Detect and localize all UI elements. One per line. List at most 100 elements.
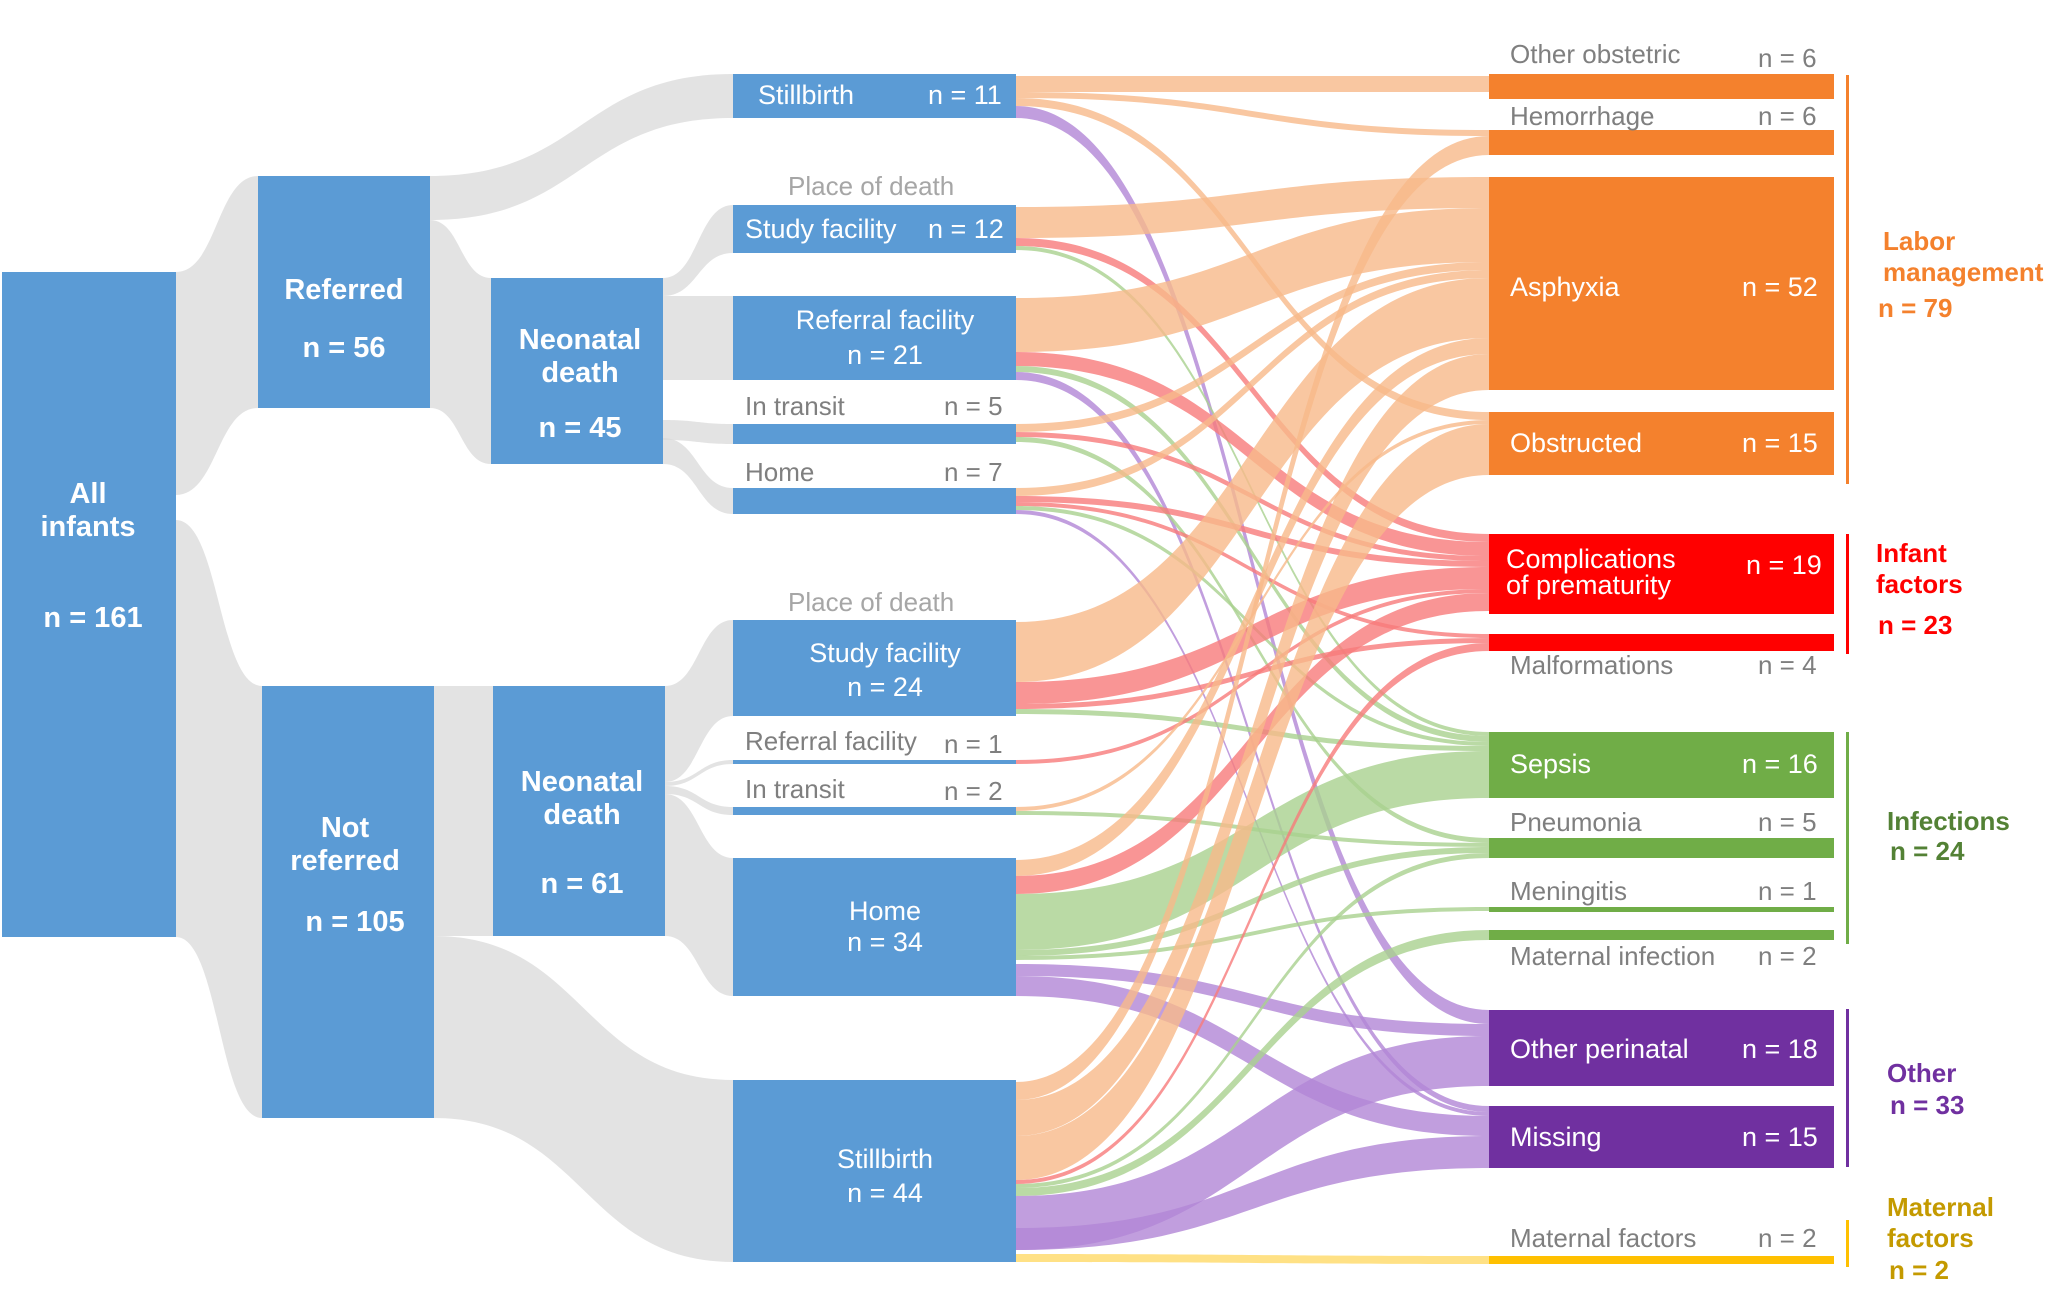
cause-maternal-factors-bar (1489, 1256, 1834, 1264)
group-infant-line1: Infant (1876, 538, 1947, 568)
cause-other-obstetric-bar (1489, 74, 1834, 99)
node-r-referral (733, 296, 1016, 380)
group-labor-line1: Labor (1883, 226, 1956, 256)
flow-r-stillbirth-hemorrhage (1016, 92, 1489, 136)
cause-prematurity-title-1: Complications (1506, 544, 1676, 574)
cause-asphyxia-title: Asphyxia (1510, 272, 1620, 302)
node-referred-title: Referred (284, 274, 404, 306)
flow-n-study-asphyxia (1016, 278, 1489, 682)
r-referral-title: Referral facility (795, 305, 975, 335)
r-study-title: Study facility (745, 214, 897, 244)
flow-ndnref-study (665, 620, 733, 782)
node-n-stillbirth (733, 1080, 1016, 1262)
cause-hemorrhage-bar (1489, 130, 1834, 155)
cause-pneumonia-n: n = 5 (1758, 807, 1817, 837)
group-infections-n: n = 24 (1890, 836, 1965, 866)
group-other-label: Other (1887, 1058, 1957, 1088)
n-study-n: n = 24 (847, 672, 923, 702)
cause-flows (1016, 76, 1489, 1264)
cause-pneumonia-title: Pneumonia (1510, 807, 1642, 837)
flow-ndref-home (663, 438, 733, 514)
cause-sepsis-bar (1489, 732, 1834, 798)
flow-n-stillbirth-maternal-inf (1016, 930, 1489, 1196)
node-nd-ref-n: n = 45 (538, 412, 622, 444)
flow-n-home-sepsis (1016, 751, 1489, 950)
n-referral-title: Referral facility (745, 726, 917, 756)
node-n-referral (733, 760, 1016, 764)
group-maternal-label: Maternal factors (1887, 1192, 1994, 1254)
cause-prematurity-bar (1489, 534, 1834, 614)
flow-referred-stillbirth (430, 74, 733, 220)
n-stillbirth-title: Stillbirth (836, 1144, 934, 1174)
node-n-home (733, 858, 1016, 996)
group-infant-label: Infant factors (1876, 538, 1963, 600)
flow-n-stillbirth-missing (1016, 1136, 1489, 1250)
node-nd-nref (493, 686, 665, 936)
flow-r-home-asphyxia (1016, 270, 1489, 496)
cause-other-perinatal-bar (1489, 1010, 1834, 1086)
r-referral-n: n = 21 (847, 340, 923, 370)
group-labor-line2: management (1883, 257, 2044, 288)
n-transit-n: n = 2 (944, 776, 1003, 806)
n-home-n: n = 34 (847, 927, 923, 957)
node-all-title: All infants (40, 478, 136, 544)
cause-maternal-factors-title: Maternal factors (1510, 1223, 1697, 1253)
group-infant-n: n = 23 (1878, 610, 1953, 640)
cause-hemorrhage-title: Hemorrhage (1510, 101, 1655, 131)
group-maternal-n: n = 2 (1889, 1255, 1949, 1285)
cause-asphyxia-bar (1489, 177, 1834, 390)
flow-referred-nd (430, 220, 491, 464)
cause-maternal-infection-bar (1489, 930, 1834, 940)
flow-r-study-prematurity (1016, 238, 1489, 542)
group-other-bracket (1846, 1009, 1849, 1167)
cause-obstructed-n: n = 15 (1742, 428, 1818, 458)
group-labor-n: n = 79 (1878, 293, 1953, 323)
cause-meningitis-n: n = 1 (1758, 876, 1817, 906)
cause-obstructed-title: Obstructed (1510, 428, 1643, 458)
n-home-title: Home (848, 896, 922, 926)
r-stillbirth-n: n = 11 (928, 80, 1002, 110)
flow-ndref-study (663, 205, 733, 296)
flow-n-stillbirth-obstructed (1016, 424, 1489, 1180)
n-referral-n: n = 1 (944, 729, 1003, 759)
cause-sepsis-n: n = 16 (1742, 749, 1818, 779)
flow-n-stillbirth-maternal (1016, 1254, 1489, 1264)
flow-n-study-malformations (1016, 638, 1489, 709)
group-maternal-bracket (1846, 1220, 1849, 1267)
flow-ndnref-home (665, 794, 733, 996)
flow-ndref-referral (663, 296, 733, 380)
node-r-transit (733, 424, 1016, 444)
node-not-referred-title: Not referred (290, 812, 400, 878)
r-transit-n: n = 5 (944, 391, 1003, 421)
flow-n-stillbirth-pneumonia (1016, 853, 1489, 1188)
cause-other-perinatal-title: Other perinatal (1510, 1034, 1689, 1064)
flow-n-home-meningitis (1016, 907, 1489, 960)
flow-n-stillbirth-hemorrhage (1016, 136, 1489, 1100)
flow-r-home-prematurity (1016, 496, 1489, 567)
node-n-transit (733, 807, 1016, 815)
cause-maternal-infection-title: Maternal infection (1510, 941, 1716, 971)
flow-ndref-transit (663, 420, 733, 444)
structure-flows (176, 74, 733, 1262)
cause-malformations-n: n = 4 (1758, 650, 1817, 680)
flow-all-referred (176, 176, 258, 495)
node-nd-nref-title: Neonatal death (520, 766, 644, 832)
flow-nref-stillbirth (434, 936, 733, 1262)
node-referred (258, 176, 430, 408)
r-transit-title: In transit (745, 391, 845, 421)
group-labor-bracket (1846, 75, 1849, 484)
cause-prematurity-title-2: of prematurity (1506, 570, 1672, 600)
cause-missing-bar (1489, 1106, 1834, 1168)
node-not-referred (262, 686, 434, 1118)
flow-r-stillbirth-perinatal (1016, 106, 1489, 1024)
node-boxes (2, 74, 1834, 1264)
cause-other-obstetric-n: n = 6 (1758, 43, 1817, 73)
cause-pneumonia-bar (1489, 838, 1834, 858)
cause-meningitis-bar (1489, 907, 1834, 912)
group-infant-line2: factors (1876, 569, 1963, 600)
r-stillbirth-title: Stillbirth (758, 80, 855, 110)
flow-r-home-malformations (1016, 502, 1489, 638)
flow-ndnref-transit (665, 786, 733, 815)
node-all (2, 272, 176, 937)
